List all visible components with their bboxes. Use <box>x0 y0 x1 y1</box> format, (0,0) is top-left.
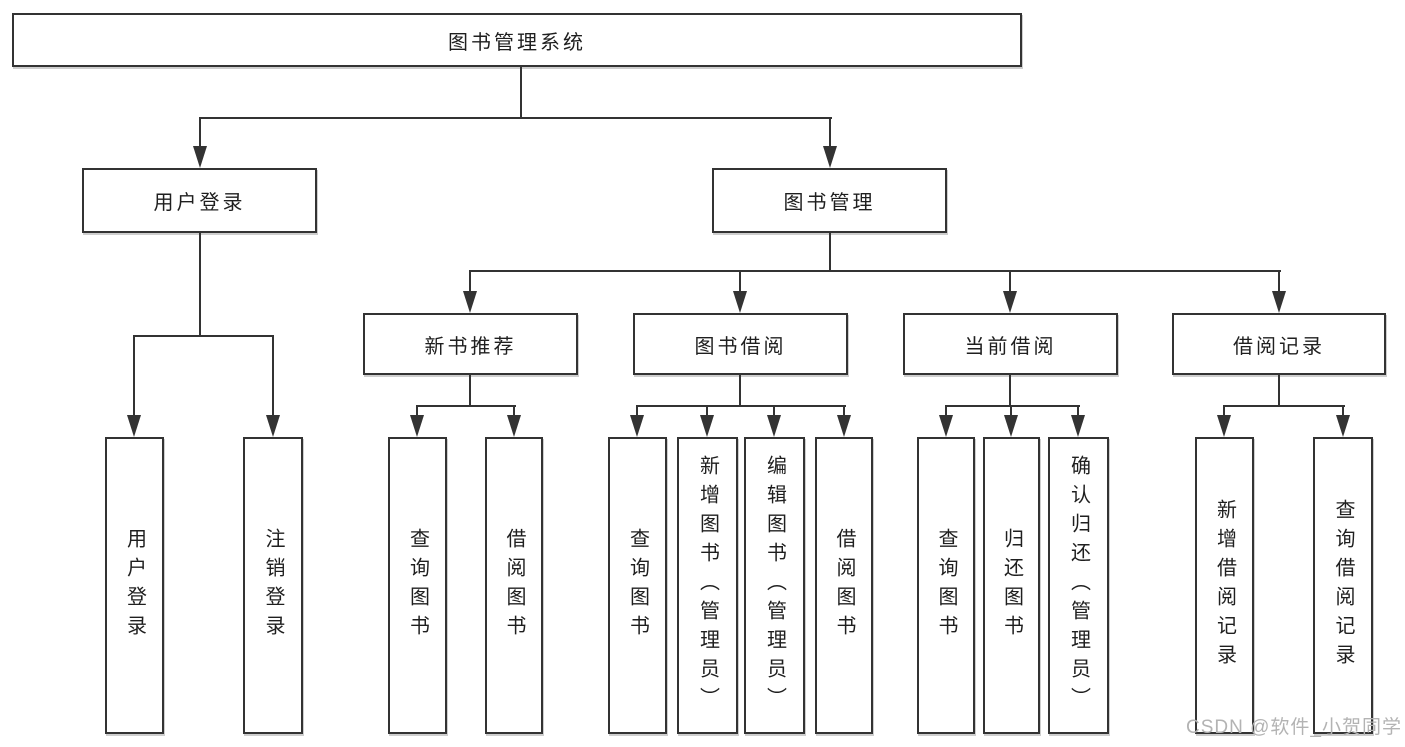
connector-trunk <box>1009 375 1011 407</box>
leaf-recommend-borrow-books: 借阅图书 <box>485 437 543 734</box>
arrow-down-icon <box>1272 291 1286 313</box>
arrow-shaft <box>1010 405 1012 419</box>
leaf-borrow-edit-books-admin: 编辑图书（管理员） <box>744 437 805 734</box>
node-book-management: 图书管理 <box>712 168 947 233</box>
arrow-shaft <box>773 405 775 419</box>
connector-rail <box>416 405 516 407</box>
node-current-borrow: 当前借阅 <box>903 313 1118 375</box>
arrow-down-icon <box>410 415 424 437</box>
arrow-shaft <box>1278 270 1280 294</box>
connector-rail <box>945 405 1080 407</box>
arrow-down-icon <box>1003 291 1017 313</box>
arrow-shaft <box>1223 405 1225 419</box>
leaf-records-add-record: 新增借阅记录 <box>1195 437 1254 734</box>
connector-rail <box>1223 405 1345 407</box>
leaf-current-query-books: 查询图书 <box>917 437 975 734</box>
connector-trunk <box>520 67 522 118</box>
connector-rail <box>199 117 832 119</box>
arrow-shaft <box>416 405 418 419</box>
arrow-down-icon <box>1336 415 1350 437</box>
connector-trunk <box>739 375 741 407</box>
arrow-down-icon <box>193 146 207 168</box>
connector-trunk <box>1278 375 1280 407</box>
arrow-shaft <box>133 335 135 419</box>
arrow-down-icon <box>630 415 644 437</box>
leaf-logout: 注销登录 <box>243 437 303 734</box>
leaf-current-return-books: 归还图书 <box>983 437 1040 734</box>
connector-trunk <box>469 375 471 407</box>
leaf-records-query-record: 查询借阅记录 <box>1313 437 1373 734</box>
arrow-shaft <box>1342 405 1344 419</box>
csdn-watermark: CSDN @软件_小贺同学 <box>1186 717 1402 738</box>
arrow-down-icon <box>939 415 953 437</box>
node-book-borrow: 图书借阅 <box>633 313 848 375</box>
node-user-login: 用户登录 <box>82 168 317 233</box>
arrow-shaft <box>1009 270 1011 294</box>
arrow-shaft <box>945 405 947 419</box>
node-root-system: 图书管理系统 <box>12 13 1022 67</box>
arrow-shaft <box>469 270 471 294</box>
arrow-shaft <box>1077 405 1079 419</box>
arrow-down-icon <box>767 415 781 437</box>
arrow-down-icon <box>127 415 141 437</box>
connector-trunk <box>199 233 201 337</box>
connector-trunk <box>829 233 831 272</box>
arrow-down-icon <box>266 415 280 437</box>
node-borrow-records: 借阅记录 <box>1172 313 1386 375</box>
arrow-shaft <box>513 405 515 419</box>
arrow-down-icon <box>1217 415 1231 437</box>
arrow-down-icon <box>507 415 521 437</box>
connector-rail <box>469 270 1281 272</box>
node-new-book-recommend: 新书推荐 <box>363 313 578 375</box>
leaf-borrow-query-books: 查询图书 <box>608 437 667 734</box>
arrow-down-icon <box>700 415 714 437</box>
arrow-down-icon <box>733 291 747 313</box>
arrow-down-icon <box>1071 415 1085 437</box>
arrow-down-icon <box>1004 415 1018 437</box>
leaf-borrow-add-books-admin: 新增图书（管理员） <box>677 437 738 734</box>
arrow-down-icon <box>837 415 851 437</box>
arrow-shaft <box>829 117 831 150</box>
arrow-shaft <box>199 117 201 150</box>
connector-rail <box>636 405 846 407</box>
leaf-borrow-borrow-books: 借阅图书 <box>815 437 873 734</box>
leaf-recommend-query-books: 查询图书 <box>388 437 447 734</box>
arrow-down-icon <box>463 291 477 313</box>
leaf-current-confirm-return-admin: 确认归还（管理员） <box>1048 437 1109 734</box>
arrow-shaft <box>739 270 741 294</box>
arrow-down-icon <box>823 146 837 168</box>
leaf-user-login: 用户登录 <box>105 437 164 734</box>
connector-rail <box>133 335 274 337</box>
arrow-shaft <box>272 335 274 419</box>
arrow-shaft <box>843 405 845 419</box>
arrow-shaft <box>706 405 708 419</box>
arrow-shaft <box>636 405 638 419</box>
